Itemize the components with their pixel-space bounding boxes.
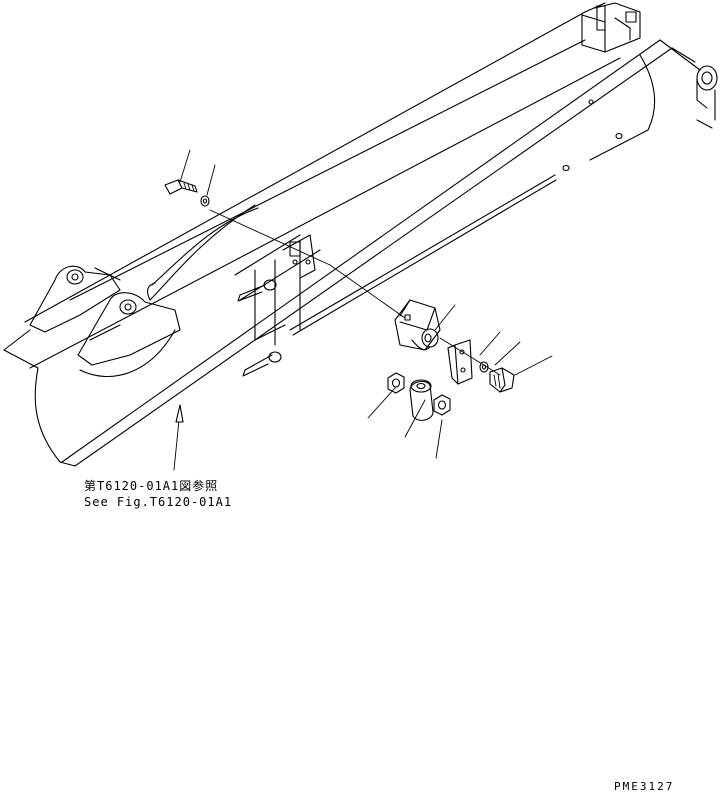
figure-reference-japanese: 第T6120-01A1図参照 — [84, 479, 219, 493]
cylinder-brackets — [29, 265, 181, 377]
drawing-id: PME3127 — [614, 780, 675, 793]
leader-lines — [173, 149, 553, 471]
washer-right — [479, 361, 489, 373]
clamp-plate — [447, 339, 473, 385]
boom-body — [3, 2, 701, 467]
pipe-clamp-bracket — [146, 204, 321, 377]
boom-foot-bracket — [581, 2, 718, 129]
clamp-block — [394, 299, 441, 351]
figure-reference-note: 第T6120-01A1図参照 See Fig.T6120-01A1 — [84, 478, 232, 510]
washer-left — [200, 195, 210, 207]
nut-right — [433, 394, 451, 416]
grease-pipe — [289, 174, 557, 336]
bolt-left — [164, 179, 198, 195]
bolt-right — [489, 367, 515, 393]
figure-reference-english: See Fig.T6120-01A1 — [84, 495, 233, 509]
collar — [409, 379, 434, 421]
nut-left — [387, 372, 405, 394]
